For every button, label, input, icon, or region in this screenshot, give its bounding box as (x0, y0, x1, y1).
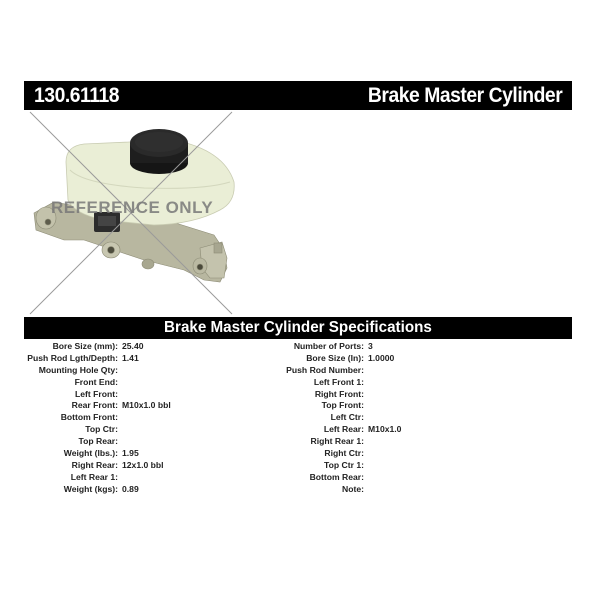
specifications-title: Brake Master Cylinder Specifications (164, 319, 432, 336)
spec-row: Front End: (0, 377, 171, 389)
spec-row: Right Front: (245, 389, 401, 401)
spec-value (364, 400, 368, 412)
spec-label: Bore Size (mm): (52, 341, 118, 351)
spec-value (364, 389, 368, 401)
spec-row: Left Ctr: (245, 412, 401, 424)
reservoir-cap (130, 129, 188, 174)
spec-value (364, 377, 368, 389)
spec-row: Left Front 1: (245, 377, 401, 389)
spec-row: Left Rear 1: (0, 472, 171, 484)
spec-row: Right Ctr: (245, 448, 401, 460)
spec-value (118, 412, 122, 424)
spec-value: 1.0000 (368, 352, 395, 363)
spec-label: Right Ctr: (324, 448, 364, 459)
spec-label: Push Rod Number: (286, 364, 364, 375)
spec-label: Top Ctr: (85, 424, 118, 435)
reference-cross-lines (29, 111, 233, 315)
spec-row: Push Rod Lgth/Depth: 1.41 (0, 353, 171, 365)
master-cylinder-illustration (29, 111, 235, 315)
spec-value (118, 424, 122, 436)
spec-label: Bottom Front: (60, 412, 118, 423)
spec-value (118, 389, 122, 401)
spec-value: 1.41 (122, 352, 139, 363)
spec-value: 12x1.0 bbl (122, 459, 164, 470)
spec-value: M10x1.0 bbl (122, 400, 171, 411)
product-image: REFERENCE ONLY (24, 110, 572, 317)
spec-value (364, 412, 368, 424)
spec-label: Right Front: (314, 388, 364, 399)
spec-row: Bore Size (In): 1.0000 (245, 353, 401, 365)
sensor-connector (94, 212, 120, 232)
spec-label: Left Front 1: (313, 376, 364, 387)
spec-row: Top Front: (245, 400, 401, 412)
specs-right-column: Number of Ports:3 Bore Size (In):1.0000 … (245, 341, 401, 496)
spec-value (118, 436, 122, 448)
spec-value (118, 365, 122, 377)
spec-row: Top Rear: (0, 436, 171, 448)
title-bar: 130.61118 Brake Master Cylinder (24, 81, 572, 110)
spec-row: Number of Ports: 3 (245, 341, 401, 353)
spec-value (364, 436, 368, 448)
spec-label: Bottom Rear: (309, 471, 364, 482)
spec-label: Right Rear: (71, 459, 118, 470)
spec-label: Front End: (74, 376, 118, 387)
spec-row: Bore Size (mm): 25.40 (0, 341, 171, 353)
spec-label: Left Rear: (323, 424, 364, 435)
spec-row: Top Ctr: (0, 424, 171, 436)
specs-left-column: Bore Size (mm): 25.40 Push Rod Lgth/Depth… (0, 341, 171, 496)
spec-row: Note: (245, 484, 401, 496)
reference-only-watermark: REFERENCE ONLY (51, 198, 214, 217)
spec-value (364, 484, 368, 496)
part-number: 130.61118 (34, 83, 120, 107)
spec-label: Right Rear 1: (310, 436, 364, 447)
spec-value (364, 460, 368, 472)
spec-value: 3 (368, 341, 373, 351)
spec-value (118, 472, 122, 484)
product-title: Brake Master Cylinder (367, 83, 563, 107)
spec-value (364, 365, 368, 377)
spec-label: Left Rear 1: (70, 471, 118, 482)
spec-value (364, 448, 368, 460)
spec-label: Push Rod Lgth/Depth: (27, 352, 118, 363)
spec-label: Left Ctr: (330, 412, 364, 423)
spec-label: Top Rear: (78, 436, 118, 447)
spec-label: Number of Ports: (293, 341, 364, 351)
spec-row: Bottom Rear: (245, 472, 401, 484)
spec-value: 25.40 (122, 341, 144, 351)
fluid-reservoir (65, 139, 235, 226)
spec-row: Left Front: (0, 389, 171, 401)
spec-label: Bore Size (In): (306, 352, 364, 363)
spec-value: 0.89 (122, 483, 139, 494)
spec-label: Weight (lbs.): (63, 448, 118, 459)
spec-label: Top Ctr 1: (324, 459, 364, 470)
spec-label: Weight (kgs): (63, 483, 118, 494)
spec-value: 1.95 (122, 448, 139, 459)
spec-row: Left Rear: M10x1.0 (245, 424, 402, 436)
spec-row: Right Rear 1: (245, 436, 401, 448)
spec-row: Weight (kgs): 0.89 (0, 484, 171, 496)
spec-value (364, 472, 368, 484)
spec-row: Weight (lbs.): 1.95 (0, 448, 171, 460)
spec-row: Top Ctr 1: (245, 460, 401, 472)
spec-value: M10x1.0 (368, 424, 402, 435)
spec-label: Mounting Hole Qty: (38, 364, 118, 375)
spec-label: Top Front: (321, 400, 364, 411)
spec-label: Rear Front: (71, 400, 118, 411)
spec-row: Mounting Hole Qty: (0, 365, 171, 377)
spec-row: Rear Front: M10x1.0 bbl (0, 400, 171, 412)
spec-value (118, 377, 122, 389)
spec-label: Left Front: (75, 388, 118, 399)
spec-row: Right Rear: 12x1.0 bbl (0, 460, 171, 472)
specifications-title-bar: Brake Master Cylinder Specifications (24, 317, 572, 339)
spec-row: Bottom Front: (0, 412, 171, 424)
spec-label: Note: (342, 483, 364, 494)
spec-row: Push Rod Number: (245, 365, 401, 377)
